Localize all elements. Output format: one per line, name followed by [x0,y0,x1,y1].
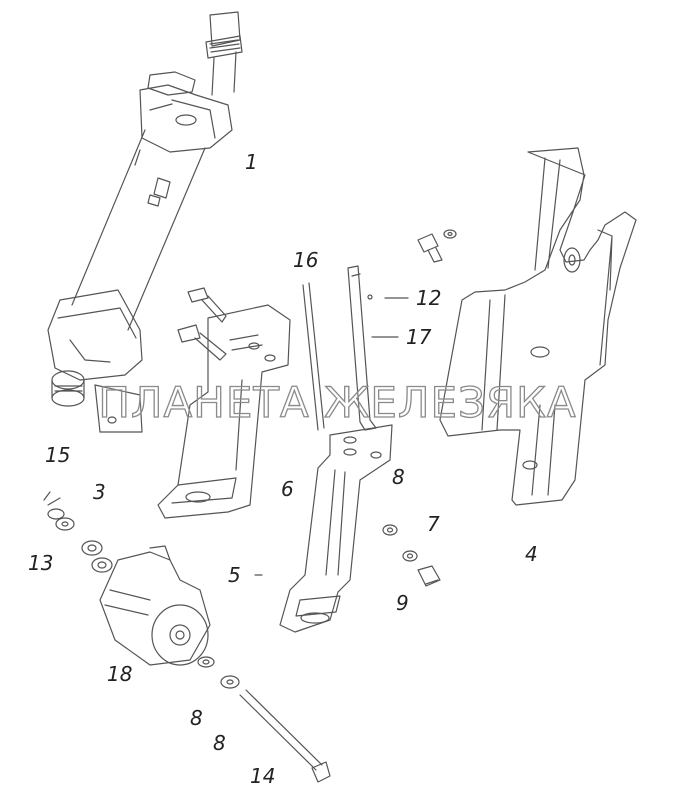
callout-9: 9 [396,591,409,615]
callout-4: 4 [525,542,538,566]
callout-8b: 8 [190,706,203,730]
middle-bracket-plate-part-6 [279,424,393,633]
callout-17: 17 [406,325,432,349]
left-bracket-plate-part-5 [157,287,291,519]
steering-column-part [47,11,243,433]
callout-8c: 8 [213,731,226,755]
callout-7: 7 [427,512,440,536]
callout-18: 18 [107,662,133,686]
leader-lines [254,297,409,576]
watermark-text: ПЛАНЕТА ЖЕЛЕЗЯКА [98,377,577,427]
callout-5: 5 [228,563,241,587]
callout-12: 12 [416,286,442,310]
bolt-and-washer-12 [367,229,457,300]
right-mounting-bracket-part [439,147,637,506]
callout-8a: 8 [392,465,405,489]
rod-part-16 [302,282,325,431]
callout-13: 13 [28,551,54,575]
callout-1: 1 [245,150,258,174]
callout-16: 16 [293,248,319,272]
motor-unit-part-18 [43,491,331,783]
callout-6: 6 [281,477,294,501]
callout-15: 15 [45,443,71,467]
callout-14: 14 [250,764,276,788]
washer-nut-bolt-7-9 [382,524,441,587]
callout-3: 3 [93,480,106,504]
